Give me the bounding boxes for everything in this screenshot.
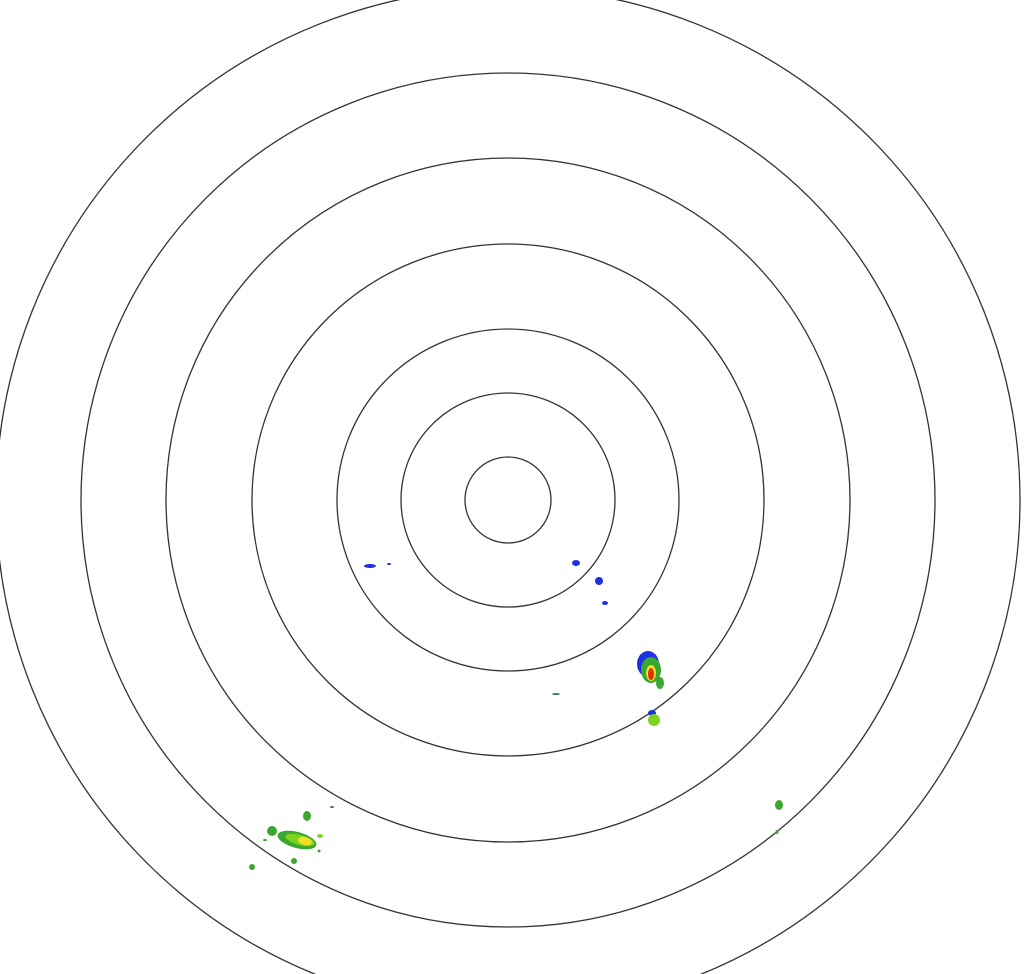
range-ring-1 bbox=[464, 456, 552, 544]
range-ring-3 bbox=[336, 328, 680, 672]
echo-weak bbox=[572, 560, 580, 566]
echo-light bbox=[291, 858, 297, 864]
echo-faint bbox=[330, 806, 334, 808]
echo-weak bbox=[602, 601, 608, 605]
echo-light bbox=[656, 677, 664, 689]
echo-weak bbox=[595, 577, 603, 585]
echo-weak bbox=[364, 564, 376, 568]
echo-weak bbox=[387, 563, 391, 565]
range-ring-2 bbox=[400, 392, 616, 608]
echo-light bbox=[263, 839, 267, 841]
echo-light bbox=[267, 826, 277, 836]
echo-faint bbox=[552, 693, 560, 695]
echo-light bbox=[249, 864, 255, 870]
precipitation-echoes bbox=[249, 560, 783, 870]
range-ring-5 bbox=[165, 157, 851, 843]
range-ring-4 bbox=[251, 243, 765, 757]
echo-moderate bbox=[317, 834, 323, 838]
echo-moderate bbox=[648, 714, 660, 726]
echo-intense bbox=[648, 668, 654, 680]
echo-light bbox=[303, 811, 311, 821]
echo-strong bbox=[298, 836, 312, 846]
range-ring-6 bbox=[80, 72, 936, 928]
echo-light bbox=[775, 830, 779, 834]
echo-light bbox=[317, 849, 321, 853]
echo-light bbox=[775, 800, 783, 810]
